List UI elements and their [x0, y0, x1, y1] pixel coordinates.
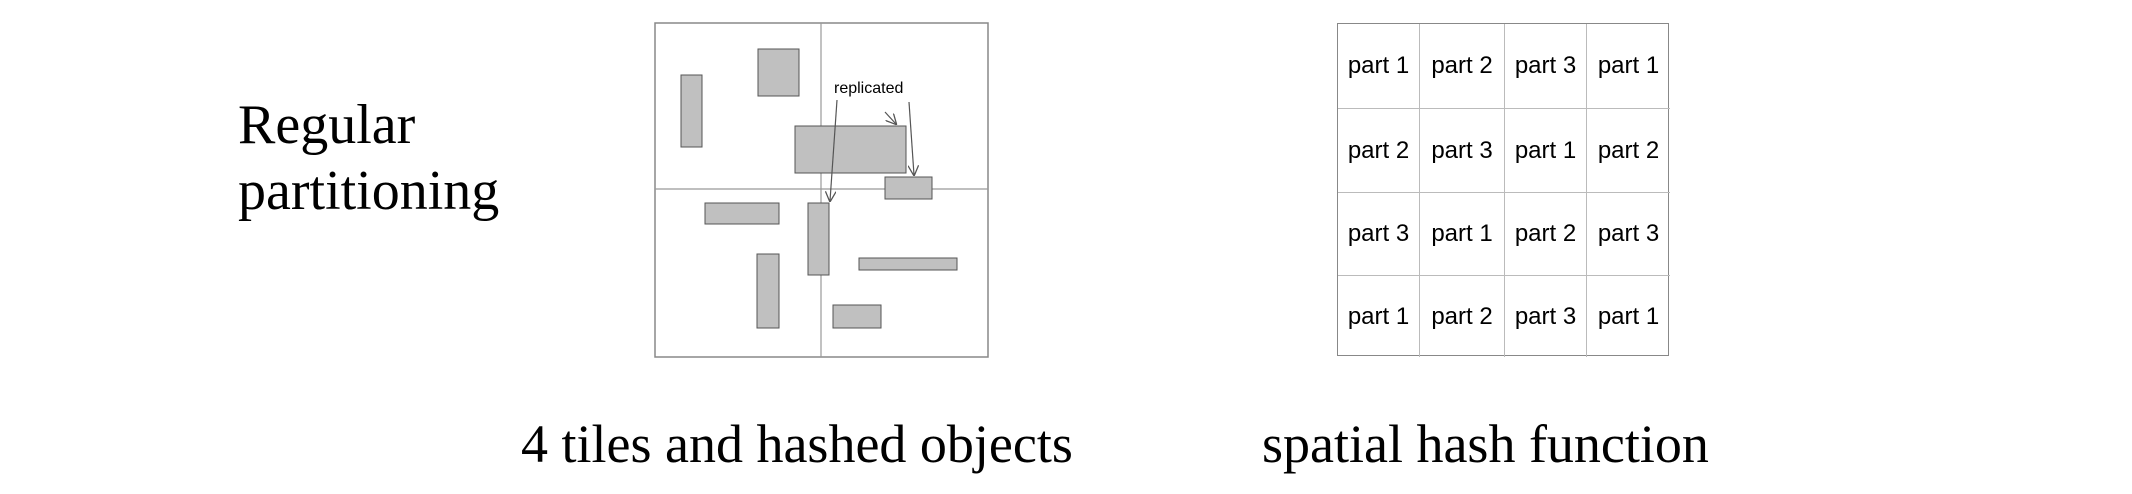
- replicated-label: replicated: [834, 80, 903, 97]
- object-rect: [704, 202, 780, 225]
- hash-cell: part 2: [1338, 109, 1420, 193]
- hash-cell: part 3: [1587, 193, 1670, 276]
- hash-cell: part 1: [1505, 109, 1587, 193]
- hash-cell: part 1: [1587, 24, 1670, 109]
- hash-cell: part 1: [1420, 193, 1505, 276]
- object-rect: [807, 202, 830, 276]
- hash-cell: part 3: [1505, 24, 1587, 109]
- tiles-caption: 4 tiles and hashed objects: [521, 414, 1073, 474]
- slide-title: Regular partitioning: [238, 92, 499, 224]
- hash-cell: part 2: [1505, 193, 1587, 276]
- hash-cell: part 2: [1420, 276, 1505, 357]
- object-rect: [858, 257, 958, 271]
- hash-cell: part 2: [1587, 109, 1670, 193]
- title-line-2: partitioning: [238, 160, 500, 222]
- hash-cell: part 3: [1505, 276, 1587, 357]
- object-rect: [794, 125, 907, 174]
- hash-cell: part 1: [1597, 302, 1660, 330]
- hash-caption: spatial hash function: [1262, 414, 1709, 474]
- replicated-arrow: [909, 101, 914, 175]
- hash-cell: part 3: [1338, 193, 1420, 276]
- object-rect: [832, 304, 882, 329]
- replicated-arrow: [830, 99, 838, 201]
- hash-cell: part 3: [1420, 109, 1505, 193]
- object-rect: [884, 176, 933, 200]
- title-line-1: Regular: [238, 94, 416, 156]
- object-rect: [680, 74, 703, 148]
- replicated-arrow: [884, 111, 896, 124]
- hash-cell: part 1: [1338, 24, 1420, 109]
- object-rect: [756, 253, 780, 329]
- object-rect: [757, 48, 800, 97]
- hash-cell: part 2: [1420, 24, 1505, 109]
- hash-cell: part 1: [1338, 276, 1420, 357]
